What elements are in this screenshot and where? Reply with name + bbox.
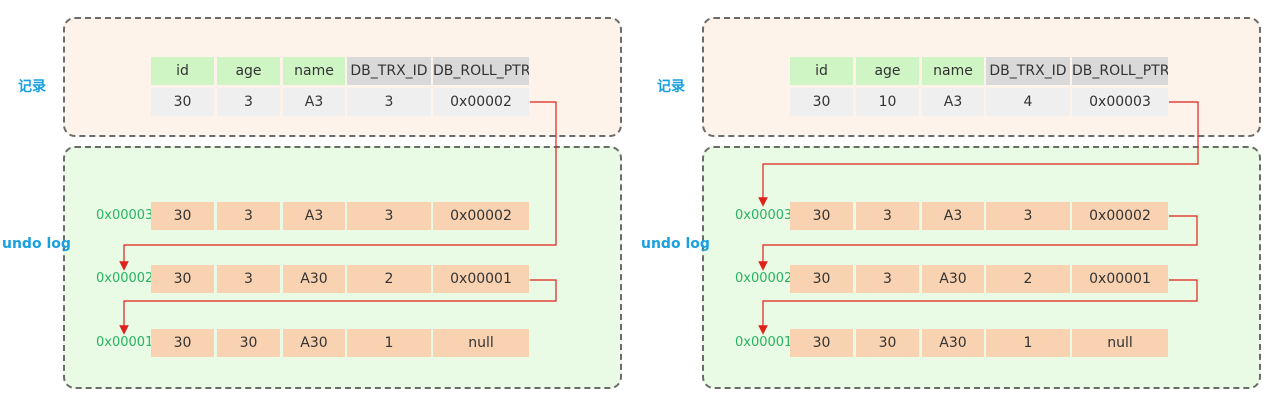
undo-cell-db-trx-id: 3 [347, 202, 431, 230]
record-cell-id: 30 [151, 88, 214, 116]
undo-cell-db-roll-ptr: 0x00001 [433, 265, 529, 293]
column-header-id: id [790, 57, 853, 85]
undo-cell-age: 3 [856, 265, 919, 293]
record-label: 记录 [657, 79, 685, 95]
undo-cell-name: A3 [283, 202, 345, 230]
column-header-db-roll-ptr: DB_ROLL_PTR [433, 57, 529, 85]
undo-cell-id: 30 [790, 202, 853, 230]
undo-cell-name: A30 [283, 265, 345, 293]
undo-cell-name: A30 [922, 265, 984, 293]
undo-cell-age: 30 [217, 329, 280, 357]
undo-cell-age: 30 [856, 329, 919, 357]
undo-cell-age: 3 [217, 202, 280, 230]
record-cell-db-roll-ptr: 0x00003 [1072, 88, 1168, 116]
column-header-age: age [856, 57, 919, 85]
undo-cell-id: 30 [790, 265, 853, 293]
record-label: 记录 [18, 79, 46, 95]
undo-cell-db-trx-id: 1 [986, 329, 1070, 357]
undo-cell-name: A3 [922, 202, 984, 230]
panel-right: 记录 undo log id age name DB_TRX_ID DB_ROL… [639, 0, 1279, 406]
record-cell-db-trx-id: 4 [986, 88, 1070, 116]
undo-cell-age: 3 [217, 265, 280, 293]
undo-row-address: 0x00001 [735, 335, 793, 350]
record-cell-id: 30 [790, 88, 853, 116]
record-cell-name: A3 [283, 88, 345, 116]
record-cell-age: 10 [856, 88, 919, 116]
undo-cell-age: 3 [856, 202, 919, 230]
panel-left: 记录 undo log id age name DB_TRX_ID DB_ROL… [2, 17, 622, 389]
undo-cell-name: A30 [922, 329, 984, 357]
column-header-id: id [151, 57, 214, 85]
undo-log-label: undo log [641, 236, 710, 252]
record-cell-db-trx-id: 3 [347, 88, 431, 116]
column-header-db-trx-id: DB_TRX_ID [347, 57, 431, 85]
column-header-age: age [217, 57, 280, 85]
undo-cell-id: 30 [151, 329, 214, 357]
undo-cell-db-roll-ptr: 0x00002 [1072, 202, 1168, 230]
undo-cell-db-roll-ptr: null [1072, 329, 1168, 357]
undo-cell-db-roll-ptr: 0x00001 [1072, 265, 1168, 293]
record-cell-name: A3 [922, 88, 984, 116]
undo-cell-db-roll-ptr: 0x00002 [433, 202, 529, 230]
column-header-name: name [922, 57, 984, 85]
record-cell-db-roll-ptr: 0x00002 [433, 88, 529, 116]
record-cell-age: 3 [217, 88, 280, 116]
undo-cell-db-roll-ptr: null [433, 329, 529, 357]
undo-cell-db-trx-id: 3 [986, 202, 1070, 230]
undo-cell-db-trx-id: 2 [347, 265, 431, 293]
undo-cell-db-trx-id: 2 [986, 265, 1070, 293]
undo-row-address: 0x00002 [735, 271, 793, 286]
column-header-name: name [283, 57, 345, 85]
undo-row-address: 0x00003 [735, 208, 793, 223]
undo-cell-db-trx-id: 1 [347, 329, 431, 357]
column-header-db-roll-ptr: DB_ROLL_PTR [1072, 57, 1168, 85]
undo-row-address: 0x00001 [96, 335, 154, 350]
undo-row-address: 0x00002 [96, 271, 154, 286]
undo-cell-name: A30 [283, 329, 345, 357]
undo-cell-id: 30 [790, 329, 853, 357]
undo-row-address: 0x00003 [96, 208, 154, 223]
undo-log-label: undo log [2, 236, 71, 252]
undo-cell-id: 30 [151, 265, 214, 293]
undo-cell-id: 30 [151, 202, 214, 230]
column-header-db-trx-id: DB_TRX_ID [986, 57, 1070, 85]
